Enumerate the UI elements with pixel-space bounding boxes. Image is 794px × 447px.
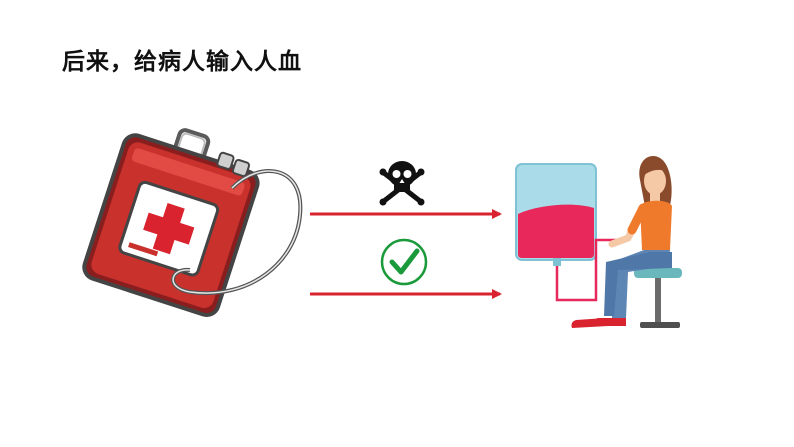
blood-bag-icon [82, 128, 260, 317]
patient-transfusion-icon [515, 156, 682, 328]
skull-crossbones-icon [379, 161, 425, 206]
green-check-icon [380, 238, 428, 286]
slide-title: 后来，给病人输入人血 [62, 49, 302, 75]
